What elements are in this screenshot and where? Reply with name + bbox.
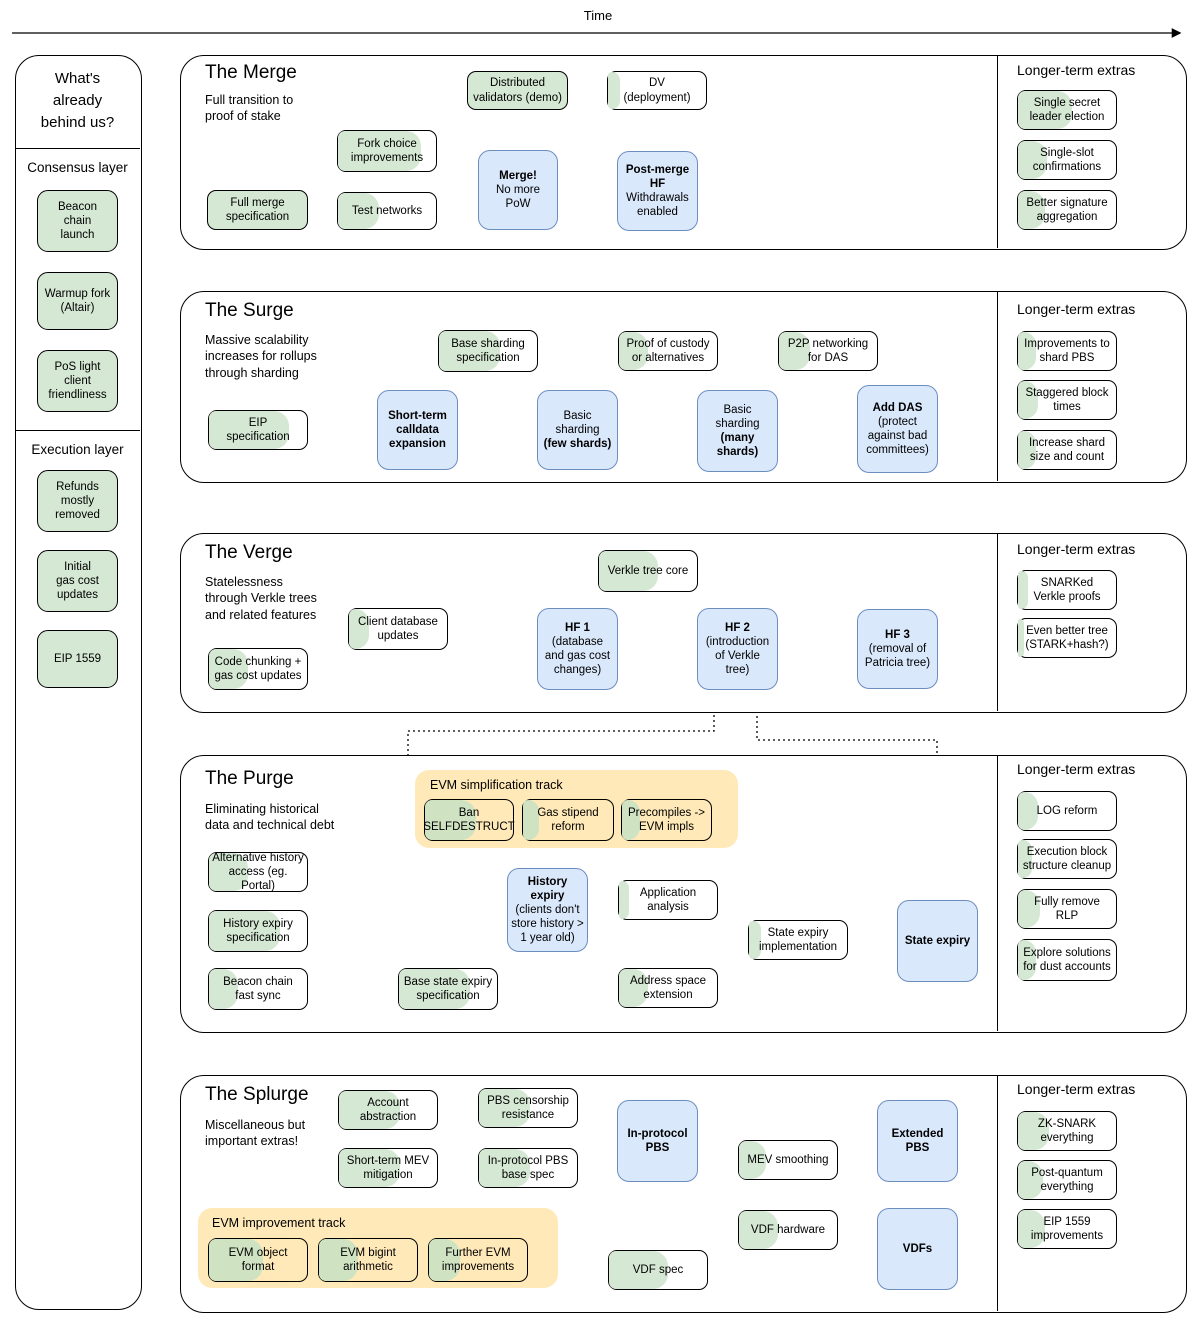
node-account-abstraction: Account abstraction: [338, 1090, 438, 1130]
splurge-extras-title: Longer-term extras: [1017, 1081, 1136, 1097]
execution-layer-label: Execution layer: [31, 442, 124, 457]
node-p2p-networking-das: P2P networking for DAS: [778, 331, 878, 371]
node-verkle-tree-core: Verkle tree core: [598, 550, 698, 592]
node-fully-remove-rlp: Fully remove RLP: [1017, 889, 1117, 929]
node-eip-1559: EIP 1559: [37, 630, 118, 688]
node-snarked-verkle-proofs: SNARKed Verkle proofs: [1017, 570, 1117, 610]
node-extended-pbs: Extended PBS: [877, 1100, 958, 1182]
node-precompiles-evm-impls: Precompiles -> EVM impls: [621, 799, 712, 841]
node-hf2: HF 2(introduction of Verkle tree): [697, 608, 778, 690]
consensus-layer-label: Consensus layer: [27, 160, 128, 175]
node-gas-stipend-reform: Gas stipend reform: [522, 799, 614, 841]
splurge-desc: Miscellaneous but important extras!: [205, 1118, 306, 1149]
evm-simplification-track-label: EVM simplification track: [430, 778, 563, 792]
merge-extras-title: Longer-term extras: [1017, 62, 1136, 78]
time-axis-label: Time: [583, 8, 613, 23]
node-distributed-validators: Distributed validators (demo): [467, 71, 568, 110]
node-log-reform: LOG reform: [1017, 791, 1117, 831]
node-basic-sharding-few: Basic sharding(few shards): [537, 390, 618, 470]
node-initial-gas-cost: Initial gas cost updates: [37, 550, 118, 612]
node-dv-deployment: DV (deployment): [607, 71, 707, 110]
node-code-chunking: Code chunking + gas cost updates: [208, 648, 308, 690]
verge-desc: Statelessness through Verkle trees and r…: [205, 575, 317, 622]
merge-desc: Full transition to proof of stake: [205, 93, 294, 124]
node-even-better-tree: Even better tree (STARK+hash?): [1017, 618, 1117, 658]
node-add-das: Add DAS(protect against bad committees): [857, 385, 938, 473]
verge-extras-divider: [997, 533, 998, 711]
node-better-signature-aggregation: Better signature aggregation: [1017, 190, 1117, 230]
splurge-title: The Splurge: [205, 1084, 309, 1105]
node-refunds-removed: Refunds mostly removed: [37, 470, 118, 532]
node-evm-object-format: EVM object format: [208, 1238, 308, 1282]
node-increase-shard-size: Increase shard size and count: [1017, 430, 1117, 470]
node-single-secret-leader-election: Single secret leader election: [1017, 90, 1117, 130]
node-eip-1559-improvements: EIP 1559 improvements: [1017, 1209, 1117, 1249]
purge-extras-divider: [997, 755, 998, 1031]
node-zk-snark-everything: ZK-SNARK everything: [1017, 1111, 1117, 1151]
merge-title: The Merge: [205, 62, 297, 83]
verge-extras-title: Longer-term extras: [1017, 541, 1136, 557]
surge-title: The Surge: [205, 300, 294, 321]
sidebar-divider-2: [15, 430, 140, 431]
purge-desc: Eliminating historical data and technica…: [205, 802, 335, 833]
surge-extras-title: Longer-term extras: [1017, 301, 1136, 317]
node-post-quantum-everything: Post-quantum everything: [1017, 1160, 1117, 1200]
node-history-expiry: History expiry(clients don't store histo…: [507, 868, 588, 952]
node-execution-block-cleanup: Execution block structure cleanup: [1017, 839, 1117, 879]
node-in-protocol-pbs-base-spec: In-protocol PBS base spec: [478, 1148, 578, 1188]
node-alternative-history-access: Alternative history access (eg. Portal): [208, 852, 308, 892]
node-merge-milestone: Merge!No more PoW: [478, 150, 558, 230]
node-eip-specification: EIP specification: [208, 410, 308, 450]
node-explore-dust-accounts: Explore solutions for dust accounts: [1017, 939, 1117, 981]
splurge-extras-divider: [997, 1075, 998, 1311]
node-state-expiry: State expiry: [897, 900, 978, 982]
node-base-state-expiry-spec: Base state expiry specification: [398, 968, 498, 1010]
node-improvements-shard-pbs: Improvements to shard PBS: [1017, 331, 1117, 371]
node-vdf-hardware: VDF hardware: [738, 1210, 838, 1250]
node-full-merge-specification: Full merge specification: [207, 190, 308, 230]
node-short-term-calldata-expansion: Short-term calldata expansion: [377, 390, 458, 470]
node-hf3: HF 3(removal of Patricia tree): [857, 609, 938, 689]
node-fork-choice-improvements: Fork choice improvements: [337, 130, 437, 172]
purge-title: The Purge: [205, 768, 294, 789]
node-proof-of-custody: Proof of custody or alternatives: [618, 331, 718, 371]
node-in-protocol-pbs: In-protocol PBS: [617, 1100, 698, 1182]
node-history-expiry-specification: History expiry specification: [208, 910, 308, 952]
node-single-slot-confirmations: Single-slot confirmations: [1017, 140, 1117, 180]
node-staggered-block-times: Staggered block times: [1017, 380, 1117, 420]
node-further-evm-improvements: Further EVM improvements: [428, 1238, 528, 1282]
node-vdf-spec: VDF spec: [608, 1250, 708, 1290]
node-base-sharding-specification: Base sharding specification: [438, 330, 538, 372]
node-test-networks: Test networks: [337, 192, 437, 230]
node-mev-smoothing: MEV smoothing: [738, 1140, 838, 1180]
node-short-term-mev-mitigation: Short-term MEV mitigation: [338, 1148, 438, 1188]
verge-title: The Verge: [205, 542, 293, 563]
node-ban-selfdestruct: Ban SELFDESTRUCT: [423, 799, 515, 841]
node-application-analysis: Application analysis: [618, 880, 718, 920]
node-address-space-extension: Address space extension: [618, 968, 718, 1008]
node-client-database-updates: Client database updates: [348, 608, 448, 650]
node-warmup-fork-altair: Warmup fork (Altair): [37, 272, 118, 330]
node-basic-sharding-many: Basic sharding(many shards): [697, 390, 778, 472]
merge-extras-divider: [997, 55, 998, 248]
purge-extras-title: Longer-term extras: [1017, 761, 1136, 777]
node-state-expiry-implementation: State expiry implementation: [748, 920, 848, 960]
node-beacon-chain-fast-sync: Beacon chain fast sync: [208, 968, 308, 1010]
evm-improvement-track-label: EVM improvement track: [212, 1216, 346, 1230]
node-evm-bigint-arithmetic: EVM bigint arithmetic: [318, 1238, 418, 1282]
node-pbs-censorship-resistance: PBS censorship resistance: [478, 1088, 578, 1128]
sidebar-divider-1: [15, 148, 140, 149]
sidebar-header: What's already behind us?: [40, 70, 115, 131]
node-hf1: HF 1(database and gas cost changes): [537, 608, 618, 690]
node-pos-light-client: PoS light client friendliness: [37, 350, 118, 412]
surge-extras-divider: [997, 291, 998, 481]
node-beacon-chain-launch: Beacon chain launch: [37, 190, 118, 252]
node-vdfs: VDFs: [877, 1208, 958, 1290]
surge-desc: Massive scalability increases for rollup…: [205, 333, 317, 380]
